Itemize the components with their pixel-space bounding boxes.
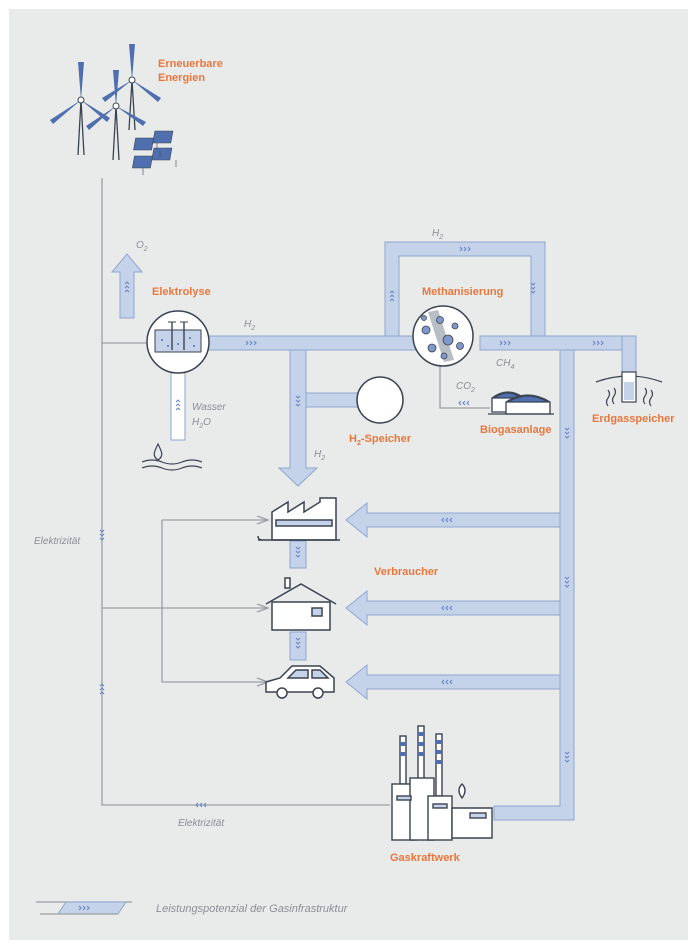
legend: Leistungspotenzial der Gasinfrastruktur <box>36 901 349 915</box>
electrolyser-icon <box>146 310 210 374</box>
legend-label: Leistungspotenzial der Gasinfrastruktur <box>156 903 349 915</box>
label-gaskraftwerk: Gaskraftwerk <box>390 852 461 864</box>
water-drop-icon <box>141 442 203 471</box>
methanation-icon <box>412 305 474 367</box>
power-plant-icon <box>391 725 493 841</box>
diagram-panel <box>9 9 688 940</box>
car-icon <box>265 665 335 699</box>
label-elektrolyse: Elektrolyse <box>152 286 211 298</box>
label-erdgasspeicher: Erdgasspeicher <box>592 413 675 425</box>
label-h2-loop: H2 <box>432 228 443 241</box>
label-h2o: H2O <box>192 417 211 430</box>
biogas-icon <box>488 391 554 415</box>
label-methanisierung: Methanisierung <box>422 286 503 298</box>
label-o2: O2 <box>136 240 148 253</box>
label-biogasanlage: Biogasanlage <box>480 424 552 436</box>
label-h2-down: H2 <box>314 449 325 462</box>
house-icon <box>265 577 337 631</box>
electricity-lines <box>101 178 490 806</box>
label-h2-main: H2 <box>244 319 255 332</box>
legend-swatch <box>57 901 127 915</box>
label-wasser: Wasser <box>192 402 226 413</box>
label-elektrizitaet-left: Elektrizität <box>34 536 81 547</box>
label-co2: CO2 <box>456 381 475 394</box>
solar-panel-icon <box>132 130 177 175</box>
tank-icon <box>356 376 404 424</box>
label-h2-speicher: H2-Speicher <box>349 433 412 447</box>
label-erneuerbare-2: Energien <box>158 72 205 84</box>
factory-icon <box>257 497 340 541</box>
label-elektrizitaet-bottom: Elektrizität <box>178 818 225 829</box>
wind-turbine-icon <box>50 44 161 161</box>
label-verbraucher: Verbraucher <box>374 566 439 578</box>
label-ch4: CH4 <box>496 358 514 371</box>
label-erneuerbare-1: Erneuerbare <box>158 58 223 70</box>
underground-storage-icon <box>595 371 663 407</box>
